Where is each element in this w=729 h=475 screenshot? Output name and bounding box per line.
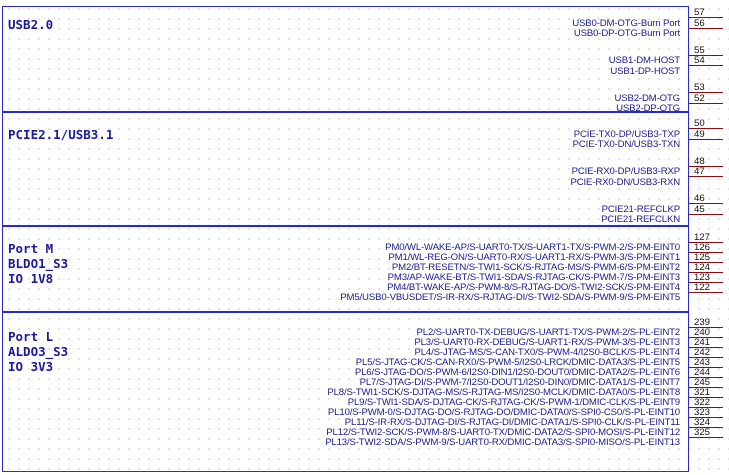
pin-lead-line <box>689 387 723 388</box>
pin-group-title: USB2.0 <box>8 17 54 32</box>
pin-number: 242 <box>694 347 711 358</box>
pin-lead-line <box>689 203 723 204</box>
pin-lead-line <box>689 102 723 104</box>
pin-signal-label: PL9/S-TWI1-SDA/S-DJTAG-CK/S-RJTAG-CK/S-P… <box>347 397 680 408</box>
pin-lead-line <box>689 282 723 283</box>
pin-signal-label: PM0/WL-WAKE-AP/S-UART0-TX/S-UART1-TX/S-P… <box>385 242 680 253</box>
pin-lead-line <box>689 292 723 293</box>
pin-number: 322 <box>694 397 711 408</box>
pin-signal-label: USB1-DM-HOST <box>608 55 680 66</box>
pin-signal-label: PL6/S-JTAG-DO/S-PWM-6/I2S0-DIN1/I2S0-DOU… <box>354 367 680 378</box>
pin-number: 52 <box>694 92 705 104</box>
pin-number: 125 <box>694 252 711 263</box>
pin-signal-label: PL8/S-TWI1-SCK/S-DJTAG-MS/S-RJTAG-MS/I2S… <box>327 387 680 398</box>
pin-signal-label: USB2-DP-OTG <box>616 103 680 114</box>
pin-number: 56 <box>694 17 705 29</box>
pin-group-title: PCIE2.1/USB3.1 <box>8 127 114 142</box>
pin-lead-line <box>689 337 723 338</box>
pin-signal-label: USB1-DP-HOST <box>610 65 680 77</box>
pin-signal-label: PL11/S-IR-RX/S-DJTAG-DI/S-RJTAG-DI/DMIC-… <box>344 417 680 428</box>
pin-number: 239 <box>694 317 711 328</box>
pin-signal-label: PM5/USB0-VBUSDET/S-IR-RX/S-RJTAG-DI/S-TW… <box>340 292 680 303</box>
pin-number: 57 <box>694 7 705 18</box>
pin-number: 54 <box>694 55 705 66</box>
pin-signal-label: PL4/S-JTAG-MS/S-CAN-TX0/S-PWM-4/I2S0-BCL… <box>414 347 681 358</box>
pin-number: 46 <box>694 193 705 204</box>
pin-number: 123 <box>694 272 711 283</box>
pin-lead-line <box>689 65 723 66</box>
pin-signal-label: PCIE-TX0-DN/USB3-TXN <box>572 139 680 150</box>
pin-signal-label: PL2/S-UART0-TX-DEBUG/S-UART1-TX/S-PWM-2/… <box>416 327 681 338</box>
pin-lead-line <box>689 417 723 418</box>
pin-number: 55 <box>694 44 705 56</box>
pin-lead-line <box>689 437 723 438</box>
pin-number: 243 <box>694 357 711 368</box>
pin-lead-line <box>689 17 723 18</box>
pin-signal-label: PL7/S-JTAG-DI/S-PWM-7/I2S0-DOUT1/I2S0-DI… <box>359 377 681 388</box>
pin-lead-line <box>689 262 723 263</box>
pin-number: 127 <box>694 232 711 243</box>
pin-number: 321 <box>694 387 711 398</box>
pin-lead-line <box>689 252 723 253</box>
pin-lead-line <box>689 397 723 398</box>
pin-group-title: Port M BLDO1_S3 IO 1V8 <box>8 241 69 286</box>
pin-number: 50 <box>694 118 705 129</box>
pin-number: 45 <box>694 203 705 215</box>
pin-lead-line <box>689 327 723 328</box>
pin-lead-line <box>689 213 723 215</box>
pin-group-title: Port L ALDO3_S3 IO 3V3 <box>8 329 69 374</box>
pin-lead-line <box>689 367 723 368</box>
pin-number: 47 <box>694 166 705 177</box>
pin-group-box <box>2 112 689 226</box>
pin-signal-label: PM1/WL-REG-ON/S-UART0-RX/S-UART1-RX/S-PW… <box>388 252 680 263</box>
pin-lead-line <box>689 347 723 348</box>
pin-number: 324 <box>694 417 711 428</box>
pin-lead-line <box>689 27 723 29</box>
pin-number: 53 <box>694 82 705 93</box>
pin-signal-label: PL10/S-PWM-0/S-DJTAG-DO/S-RJTAG-DO/DMIC-… <box>327 407 680 418</box>
pin-number: 325 <box>694 427 711 438</box>
pin-signal-label: PCIE-RX0-DN/USB3-RXN <box>570 176 681 188</box>
pin-number: 245 <box>694 377 711 388</box>
pin-signal-label: PM4/BT-WAKE-AP/S-PWM-8/S-RJTAG-DO/S-TWI2… <box>387 282 680 293</box>
pin-lead-line <box>689 128 723 129</box>
pin-lead-line <box>689 427 723 428</box>
pin-signal-label: PM2/BT-RESETN/S-TWI1-SCK/S-RJTAG-MS/S-PW… <box>391 262 680 273</box>
pin-number: 49 <box>694 128 705 140</box>
pin-signal-label: PL5/S-JTAG-CK/S-CAN-RX0/S-PWM-5/I2S0-LRC… <box>355 357 680 368</box>
pin-lead-line <box>689 407 723 408</box>
pin-group-box <box>2 6 689 112</box>
pin-number: 240 <box>694 327 711 338</box>
pin-lead-line <box>689 54 723 56</box>
pin-signal-label: PL12/S-TWI2-SCK/S-PWM-8/S-UART0-TX/DMIC-… <box>326 427 680 438</box>
pin-number: 126 <box>694 242 711 253</box>
pin-signal-label: PCIE-TX0-DP/USB3-TXP <box>573 128 680 140</box>
pin-number: 122 <box>694 282 711 293</box>
pin-lead-line <box>689 242 723 243</box>
pin-signal-label: USB0-DP-OTG-Burn Port <box>573 28 680 39</box>
pin-lead-line <box>689 377 723 378</box>
pin-signal-label: USB0-DM-OTG-Burn Port <box>572 17 680 29</box>
pin-number: 48 <box>694 155 705 167</box>
pin-number: 323 <box>694 407 711 418</box>
pin-signal-label: PCIE21-REFCLKP <box>601 203 681 215</box>
pin-group-box <box>2 226 689 312</box>
pin-lead-line <box>689 357 723 358</box>
pin-signal-label: PL13/S-TWI2-SDA/S-PWM-9/S-UART0-RX/DMIC-… <box>325 437 680 448</box>
pin-lead-line <box>689 272 723 273</box>
pin-lead-line <box>689 138 723 140</box>
pin-lead-line <box>689 92 723 93</box>
pin-signal-label: PCIE21-REFCLKN <box>601 214 680 225</box>
pin-signal-label: PM3/AP-WAKE-BT/S-TWI1-SDA/S-RJTAG-CK/S-P… <box>387 272 681 283</box>
pin-signal-label: USB2-DM-OTG <box>614 92 680 104</box>
pin-number: 124 <box>694 262 711 273</box>
pin-signal-label: PCIE-RX0-DP/USB3-RXP <box>571 166 681 177</box>
pin-number: 241 <box>694 337 711 348</box>
pin-lead-line <box>689 165 723 167</box>
pin-signal-label: PL3/S-UART0-RX-DEBUG/S-UART1-RX/S-PWM-3/… <box>414 337 680 348</box>
pin-group-box <box>2 312 689 472</box>
pin-number: 244 <box>694 367 711 378</box>
pin-lead-line <box>689 176 723 177</box>
